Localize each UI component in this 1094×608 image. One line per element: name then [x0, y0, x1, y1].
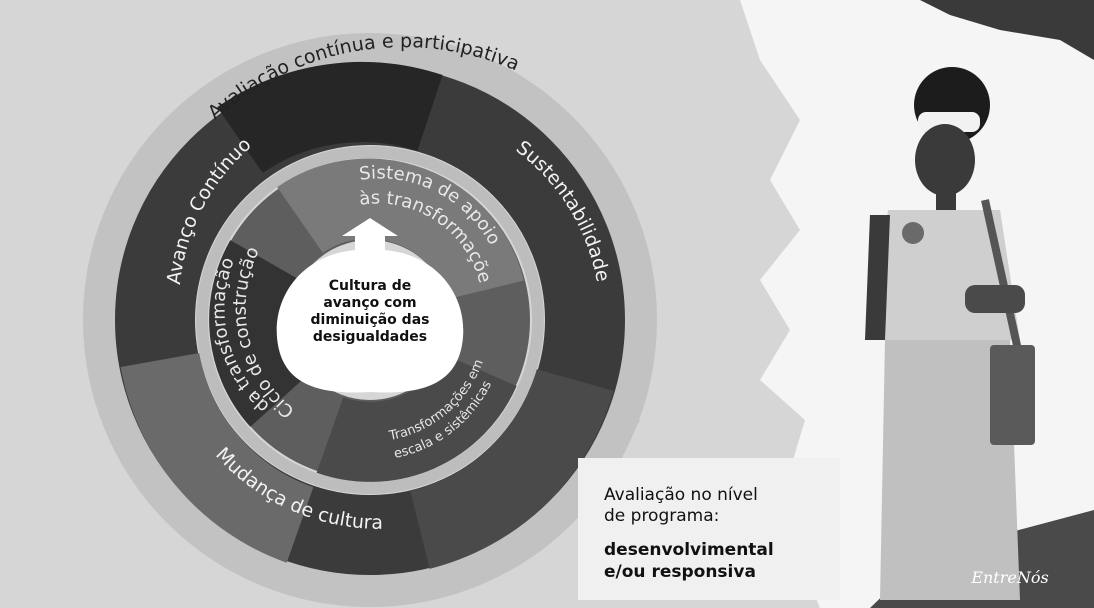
ring-separator	[196, 146, 544, 494]
callout-box	[578, 458, 840, 600]
ring1-segment-right	[316, 352, 517, 482]
center-line-2: avanço com	[323, 295, 416, 311]
callout-line-3: desenvolvimental	[604, 540, 774, 560]
outer-ring-arrowhead	[605, 420, 640, 450]
ring1-segment-left	[209, 240, 311, 427]
torn-paper-corner-top	[920, 0, 1094, 60]
center-shape	[276, 218, 464, 393]
ring2-segment-bottom	[120, 352, 315, 563]
ring2-segment-right	[409, 368, 614, 569]
center-line-4: desigualdades	[313, 329, 427, 345]
callout-line-4: e/ou responsiva	[604, 562, 756, 582]
outer-evaluation-ring	[83, 33, 657, 607]
entrenos-logo: EntreNós	[970, 568, 1048, 587]
ring2-segment-top	[217, 61, 443, 174]
callout-line-1: Avaliação no nível	[604, 485, 758, 505]
woman-illustration	[865, 67, 1035, 600]
center-line-3: diminuição das	[311, 312, 430, 328]
callout-line-2: de programa:	[604, 506, 719, 526]
ring1-segment-top	[277, 158, 524, 301]
center-line-1: Cultura de	[329, 278, 411, 294]
